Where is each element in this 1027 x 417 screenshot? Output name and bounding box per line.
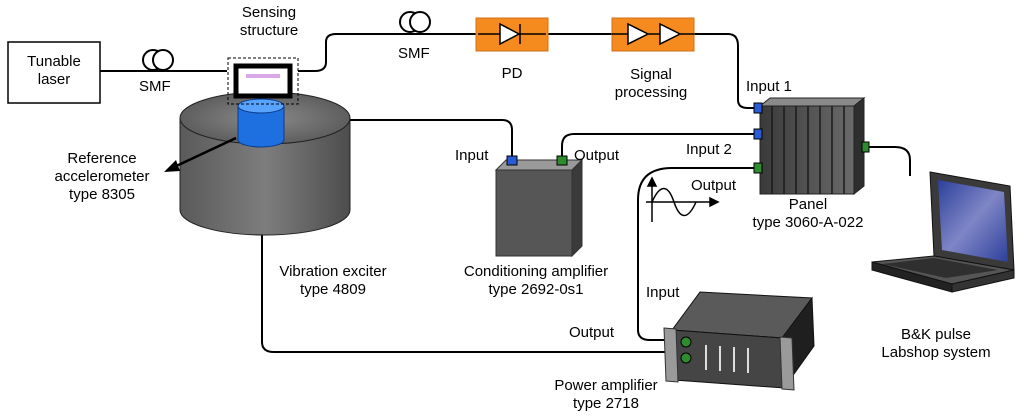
cond-output-connector (556, 155, 568, 166)
panel-input1-label: Input 1 (746, 78, 792, 95)
labshop-label: B&K pulse Labshop system (881, 326, 990, 362)
pd-label: PD (501, 65, 523, 82)
cond-input-label: Input (455, 147, 489, 164)
smf-left-label: SMF (139, 78, 171, 95)
panel-line2: type 3060-A-022 (752, 214, 864, 231)
sensing-structure (227, 57, 299, 105)
vibration-exciter-line2: type 4809 (300, 281, 366, 298)
photodiode-block (475, 17, 549, 52)
conditioning-amplifier-label: Conditioning amplifier type 2692-0s1 (464, 263, 608, 299)
vibration-exciter-line1: Vibration exciter (279, 263, 387, 280)
laptop-icon (871, 171, 1015, 293)
power-amplifier-label: Power amplifier type 2718 (554, 377, 657, 413)
panel-box (753, 96, 870, 196)
sensing-structure-line1: Sensing (241, 4, 297, 21)
fiber-lines (100, 33, 911, 353)
signal-processing-line1: Signal (630, 66, 672, 83)
sensing-structure-label: Sensing structure (240, 4, 298, 40)
tunable-laser-box (7, 41, 101, 104)
accelerometer-pointer-arrow (164, 136, 237, 172)
vibration-exciter-label: Vibration exciter type 4809 (279, 263, 386, 299)
sensing-structure-line2: structure (239, 22, 299, 39)
amplifier-triangle-icon (612, 22, 694, 46)
panel-side-connector (861, 141, 870, 153)
ref-accel-line2: accelerometer (54, 168, 150, 185)
conditioning-amplifier-box (494, 155, 584, 258)
labshop-line1: B&K pulse (900, 326, 972, 343)
signal-processing-block (611, 17, 695, 52)
tunable-laser-line1: Tunable (27, 53, 81, 70)
power-amp-output-label: Output (569, 324, 615, 341)
signal-processing-line2: processing (614, 84, 688, 101)
ref-accel-line1: Reference (67, 150, 137, 167)
power-amp-input-label: Input (646, 284, 680, 301)
panel-input2-connector (753, 128, 763, 140)
fiber-coil-icon (399, 11, 431, 33)
panel-line1: Panel (788, 196, 828, 213)
sine-wave-icon (646, 176, 720, 222)
ref-accel-line3: type 8305 (69, 186, 135, 203)
photodiode-icon (478, 22, 546, 46)
fiber-coil-icon (142, 49, 174, 71)
panel-input1-connector (753, 102, 763, 114)
power-amp-line2: type 2718 (573, 395, 639, 412)
panel-input2-label: Input 2 (686, 141, 732, 158)
power-amplifier-box (663, 291, 815, 391)
tunable-laser-label: Tunable laser (27, 53, 81, 89)
cond-input-connector (506, 155, 518, 166)
cond-amp-line1: Conditioning amplifier (463, 263, 609, 280)
panel-output-connector (753, 162, 763, 174)
labshop-line2: Labshop system (881, 344, 991, 361)
cond-amp-line2: type 2692-0s1 (488, 281, 584, 298)
tunable-laser-line2: laser (37, 71, 71, 88)
reference-accelerometer-label: Reference accelerometer type 8305 (54, 150, 149, 204)
signal-processing-label: Signal processing (615, 66, 688, 102)
cond-output-label: Output (574, 147, 620, 164)
smf-top-label: SMF (398, 45, 430, 62)
power-amp-line1: Power amplifier (554, 377, 658, 394)
reference-accelerometer (237, 98, 285, 148)
panel-label: Panel type 3060-A-022 (753, 196, 864, 232)
panel-output-label: Output (691, 177, 737, 194)
